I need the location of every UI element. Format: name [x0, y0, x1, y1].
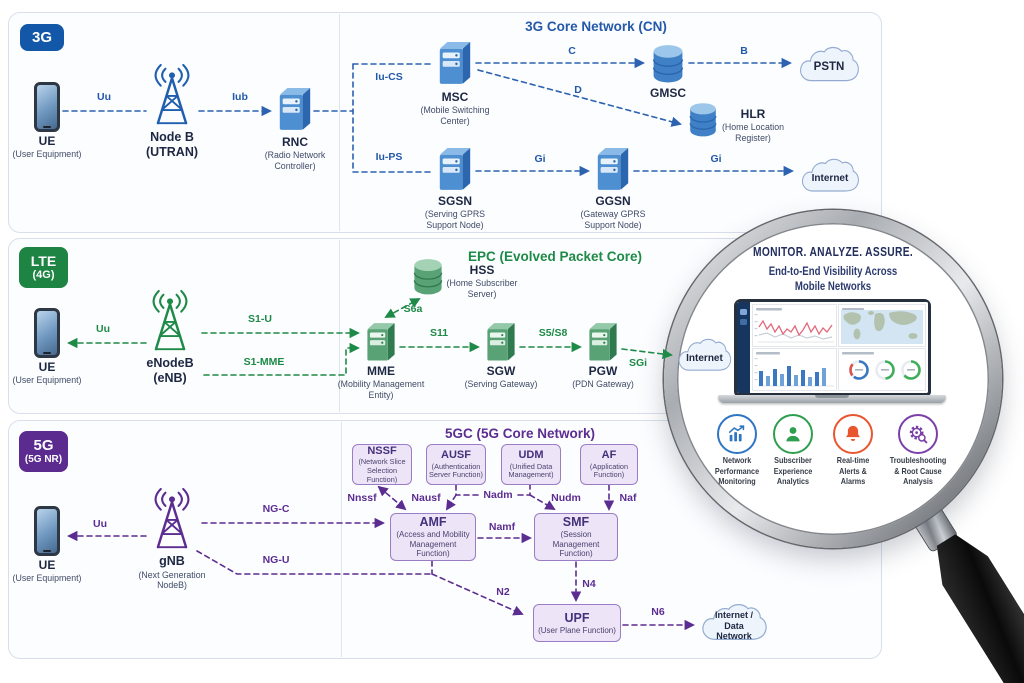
lens-subline-1: End-to-End Visibility Across	[768, 264, 898, 278]
iface-naf: Naf	[619, 492, 637, 504]
smartphone-icon-3g	[34, 82, 60, 132]
nf-box-smf: SMF (Session Management Function)	[534, 513, 618, 561]
laptop-notch	[815, 395, 849, 398]
panel-divider	[341, 422, 342, 657]
feature-label-troubleshooting: Troubleshooting & Root Cause Analysis	[889, 455, 947, 486]
iface-s1mme: S1-MME	[243, 356, 285, 368]
iface-uu-lte: Uu	[96, 323, 110, 335]
node-gmsc: GMSC	[650, 86, 686, 100]
node-gnb: gNB (Next Generation NodeB)	[138, 554, 206, 591]
panel-divider	[339, 14, 340, 231]
node-pgw: PGW (PDN Gateway)	[572, 364, 634, 390]
node-sgw: SGW (Serving Gateway)	[464, 364, 538, 390]
cloud-internet-lte: Internet	[676, 336, 733, 377]
iface-ngc: NG-C	[262, 503, 290, 515]
title-epc: EPC (Evolved Packet Core)	[467, 249, 643, 264]
gear-magnifier-icon	[898, 414, 938, 454]
iface-s5s8: S5/S8	[538, 327, 568, 339]
iface-namf: Namf	[488, 521, 516, 533]
feature-label-subscriber: Subscriber Experience Analytics	[773, 455, 813, 486]
iface-c: C	[568, 45, 576, 57]
iface-s11: S11	[429, 327, 449, 339]
iface-iucs: Iu-CS	[375, 71, 403, 83]
iface-nudm: Nudm	[551, 492, 581, 504]
node-hlr: HLR (Home Location Register)	[721, 107, 785, 143]
iface-gi-1: Gi	[534, 153, 546, 165]
laptop	[734, 299, 931, 396]
iface-nadm: Nadm	[480, 490, 516, 501]
iface-d: D	[574, 84, 582, 96]
node-hss: HSS (Home Subscriber Server)	[446, 263, 518, 299]
iface-ngu: NG-U	[262, 554, 290, 566]
node-ue-5g: UE (User Equipment)	[12, 558, 82, 584]
badge-5g: 5G (5G NR)	[19, 431, 68, 472]
node-sgsn: SGSN (Serving GPRS Support Node)	[424, 194, 486, 230]
iface-n4: N4	[582, 578, 596, 590]
lens-subline-2: Mobile Networks	[794, 279, 872, 293]
node-ue-3g: UE (User Equipment)	[12, 134, 82, 160]
badge-3g: 3G	[20, 24, 64, 51]
person-icon	[773, 414, 813, 454]
feature-label-performance: Network Performance Monitoring	[714, 455, 760, 486]
dashboard-mockup	[737, 302, 928, 393]
cloud-pstn: PSTN	[797, 44, 861, 88]
panel-divider	[339, 240, 340, 412]
magnifier-lens: MONITOR. ANALYZE. ASSURE. End-to-End Vis…	[664, 210, 1002, 548]
smartphone-icon-lte	[34, 308, 60, 358]
iface-iub: Iub	[232, 91, 248, 103]
iface-uu-3g: Uu	[97, 91, 111, 103]
title-5gc: 5GC (5G Core Network)	[444, 426, 596, 441]
node-msc: MSC (Mobile Switching Center)	[420, 90, 490, 126]
node-nodeb: Node B (UTRAN)	[145, 130, 199, 159]
node-mme: MME (Mobility Management Entity)	[337, 364, 425, 400]
nf-box-upf: UPF (User Plane Function)	[533, 604, 621, 642]
iface-nnssf: Nnssf	[347, 492, 377, 504]
cloud-internet-3g: Internet	[799, 156, 861, 198]
iface-uu-5g: Uu	[93, 518, 107, 530]
title-3g-core: 3G Core Network (CN)	[525, 19, 667, 34]
trend-chart-icon	[717, 414, 757, 454]
nf-box-nssf: NSSF (Network Slice Selection Function)	[352, 444, 412, 485]
bell-icon	[833, 414, 873, 454]
nf-box-af: AF (Application Function)	[580, 444, 638, 485]
iface-gi-2: Gi	[710, 153, 722, 165]
cloud-internet-dn: Internet / Data Network	[699, 601, 769, 647]
iface-nausf: Nausf	[411, 492, 441, 504]
node-rnc: RNC (Radio Network Controller)	[264, 135, 326, 171]
node-ggsn: GGSN (Gateway GPRS Support Node)	[580, 194, 646, 230]
node-ue-lte: UE (User Equipment)	[12, 360, 82, 386]
nf-box-ausf: AUSF (Authentication Server Function)	[426, 444, 486, 485]
node-enodeb: eNodeB (eNB)	[146, 356, 194, 385]
laptop-base	[718, 395, 946, 403]
laptop-screen	[737, 302, 928, 393]
lens-headline: MONITOR. ANALYZE. ASSURE.	[752, 245, 914, 259]
iface-iups: Iu-PS	[375, 151, 403, 163]
iface-n2: N2	[496, 586, 510, 598]
iface-s1u: S1-U	[248, 313, 272, 325]
iface-b: B	[740, 45, 748, 57]
lens-content: MONITOR. ANALYZE. ASSURE. End-to-End Vis…	[677, 223, 989, 535]
badge-lte: LTE (4G)	[19, 247, 68, 288]
nf-box-udm: UDM (Unified Data Management)	[501, 444, 561, 485]
iface-sgi: SGi	[628, 357, 648, 369]
smartphone-icon-5g	[34, 506, 60, 556]
nf-box-amf: AMF (Access and Mobility Management Func…	[390, 513, 476, 561]
feature-label-alerts: Real-time Alerts & Alarms	[836, 455, 870, 486]
iface-n6: N6	[651, 606, 665, 618]
